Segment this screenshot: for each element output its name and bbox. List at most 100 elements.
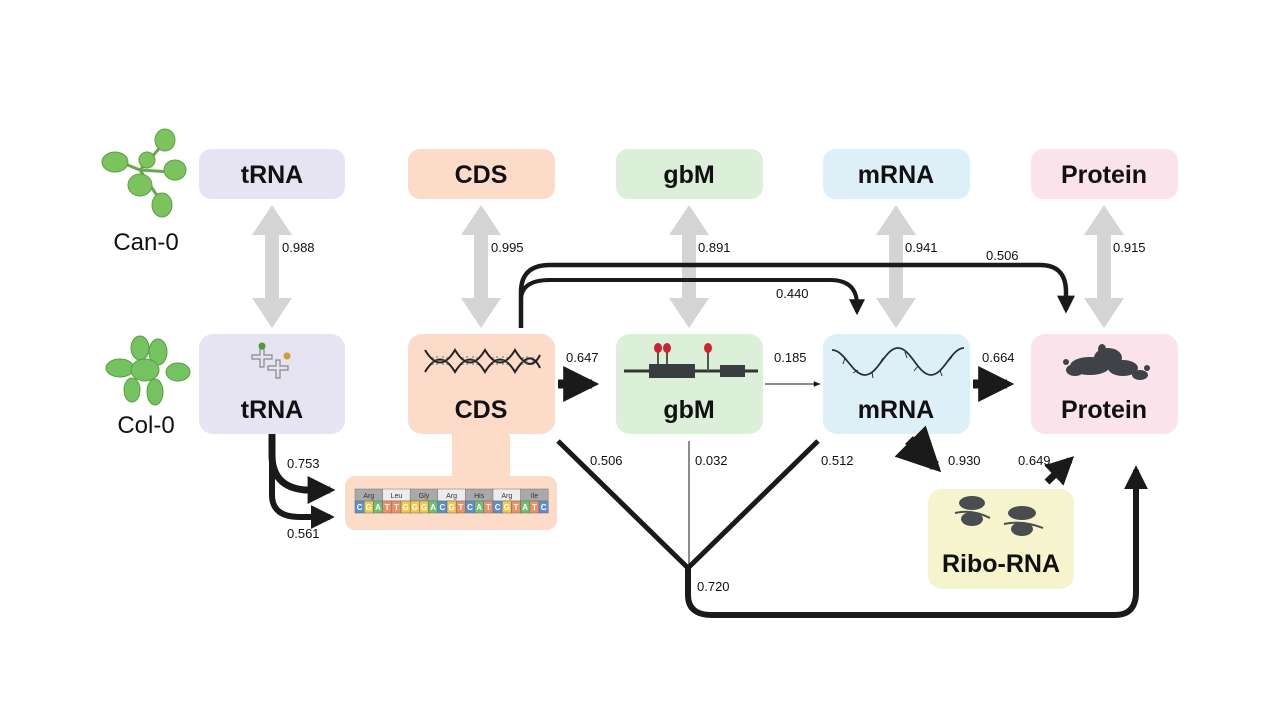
value-gbm-mrna: 0.185	[774, 350, 807, 365]
node-label: gbM	[663, 161, 714, 189]
node-label: Protein	[1061, 161, 1147, 189]
nucleotide-label: C	[357, 503, 363, 512]
gray-double-arrow-protein	[1084, 205, 1124, 328]
edge-merge-protein	[685, 465, 1148, 618]
value-ribo-protein: 0.649	[1018, 453, 1051, 468]
strain-label-can0: Can-0	[113, 229, 178, 256]
value-mrna-strains: 0.941	[905, 240, 938, 255]
nucleotide-label: C	[541, 503, 547, 512]
ribosome-icon	[954, 496, 1044, 536]
plant-icon-col0	[105, 335, 191, 406]
edge-value-labels: 0.753 0.561 0.647 0.185 0.664 0.440 0.50…	[287, 248, 1051, 594]
node-top-cds[interactable]: CDS	[408, 149, 555, 199]
nucleotide-label: T	[532, 503, 537, 512]
node-box	[199, 334, 345, 434]
amino-acid-label: Ile	[531, 493, 539, 500]
amino-acid-label: His	[474, 493, 485, 500]
nucleotide-label: G	[504, 503, 510, 512]
nucleotide-label: G	[412, 503, 418, 512]
gene-methylation-icon	[624, 343, 758, 378]
value-mrna-protein: 0.664	[982, 350, 1015, 365]
nucleotide-label: A	[430, 503, 436, 512]
nucleotide-label: A	[522, 503, 528, 512]
edge-cds-protein-arc	[518, 262, 1075, 328]
node-top-protein[interactable]: Protein	[1031, 149, 1178, 199]
trna-icon	[251, 348, 289, 379]
node-box	[408, 334, 555, 434]
plant-icon-can0	[101, 128, 187, 218]
node-label: tRNA	[241, 161, 304, 189]
node-top-mrna[interactable]: mRNA	[823, 149, 970, 199]
node-bottom-mrna[interactable]: mRNA	[823, 334, 970, 434]
node-box	[823, 334, 970, 434]
dna-helix-icon	[424, 348, 541, 374]
edge-trna-codon-0561	[269, 455, 335, 529]
value-gbm-merge: 0.032	[695, 453, 728, 468]
edge-cds-mrna-arc	[519, 278, 865, 316]
node-label: Ribo-RNA	[942, 550, 1060, 578]
nucleotide-label: T	[486, 503, 491, 512]
node-bottom-gbm[interactable]: gbM	[616, 334, 763, 434]
value-mrna-ribo: 0.930	[948, 453, 981, 468]
value-trna-codon-2: 0.561	[287, 526, 320, 541]
node-label: CDS	[455, 161, 508, 189]
protein-structure-icon	[1063, 344, 1150, 380]
trna-aa-dot-green	[258, 342, 266, 350]
nucleotide-label: G	[448, 503, 454, 512]
value-cds-strains: 0.995	[491, 240, 524, 255]
nucleotide-label: C	[467, 503, 473, 512]
value-cds-merge: 0.506	[590, 453, 623, 468]
node-box	[1031, 149, 1178, 199]
amino-acid-label: Gly	[419, 493, 430, 500]
value-cds-mrna: 0.440	[776, 286, 809, 301]
node-box	[1031, 334, 1178, 434]
edge-mrna-merge	[686, 439, 820, 570]
node-bottom-protein[interactable]: Protein	[1031, 334, 1178, 434]
node-label: tRNA	[241, 396, 304, 424]
value-cds-gbm: 0.647	[566, 350, 599, 365]
nucleotide-label: C	[440, 503, 446, 512]
nucleotide-label: C	[495, 503, 501, 512]
amino-acid-label: Leu	[391, 493, 403, 500]
nucleotide-label: A	[375, 503, 381, 512]
amino-acid-label: Arg	[501, 493, 512, 500]
edges	[268, 262, 1148, 618]
nucleotide-label: G	[421, 503, 427, 512]
amino-acid-label: Arg	[446, 493, 457, 500]
gray-double-arrow-trna	[252, 205, 292, 328]
nucleotide-label: T	[385, 503, 390, 512]
nucleotide-label: T	[514, 503, 519, 512]
node-top-trna[interactable]: tRNA	[199, 149, 345, 199]
node-box	[823, 149, 970, 199]
node-ribo-rna[interactable]: Ribo-RNA	[928, 489, 1074, 589]
nucleotide-label: A	[476, 503, 482, 512]
strain-label-col0: Col-0	[117, 412, 174, 439]
node-box	[408, 149, 555, 199]
node-label: Protein	[1061, 396, 1147, 424]
node-label: mRNA	[858, 396, 934, 424]
trna-aa-dot-orange	[283, 352, 291, 360]
node-label: gbM	[663, 396, 714, 424]
nucleotide-label: T	[394, 503, 399, 512]
nucleotide-label: G	[402, 503, 408, 512]
strain-correlation-labels: 0.988 0.995 0.891 0.941 0.915	[282, 240, 1146, 255]
node-label: CDS	[455, 396, 508, 424]
node-top-gbm[interactable]: gbM	[616, 149, 763, 199]
mrna-wave-icon	[831, 347, 965, 379]
nucleotide-label: T	[458, 503, 463, 512]
value-trna-strains: 0.988	[282, 240, 315, 255]
node-bottom-trna[interactable]: tRNA	[199, 334, 345, 434]
value-gbm-strains: 0.891	[698, 240, 731, 255]
gray-double-arrow-cds	[461, 205, 501, 328]
node-bottom-cds[interactable]: CDS	[408, 334, 555, 486]
node-box	[616, 149, 763, 199]
nucleotide-cell	[538, 500, 549, 514]
nucleotide-label: G	[366, 503, 372, 512]
node-label: mRNA	[858, 161, 934, 189]
node-box	[199, 149, 345, 199]
edge-cds-merge	[556, 439, 690, 570]
edge-mrna-ribo	[894, 425, 942, 473]
